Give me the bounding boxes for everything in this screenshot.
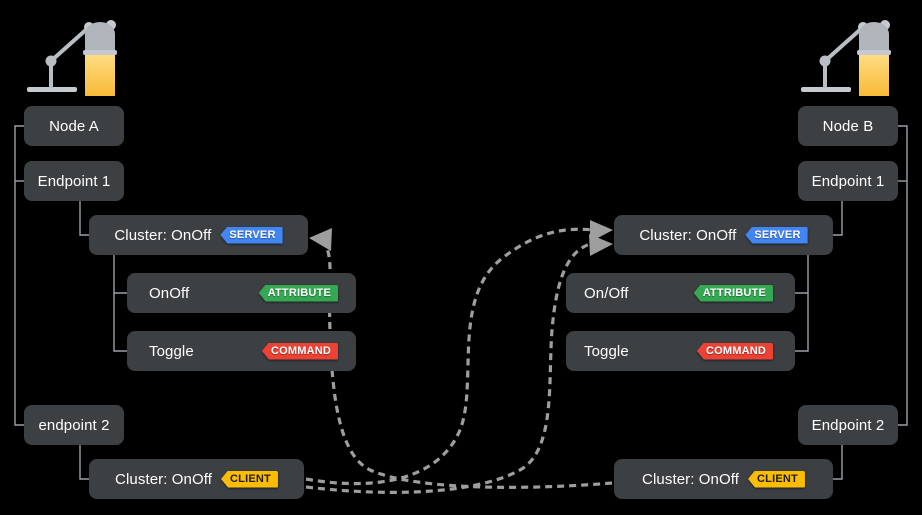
- right-node-box[interactable]: Node B: [798, 106, 898, 146]
- left-cluster-server-label: Cluster: OnOff: [114, 226, 212, 244]
- client-badge-wrap-right: CLIENT: [748, 470, 805, 488]
- link-arrow-right-lower: [589, 234, 613, 256]
- command-badge-wrap-right: COMMAND: [696, 342, 773, 360]
- right-cluster-client-label: Cluster: OnOff: [642, 470, 740, 488]
- attribute-badge-right: ATTRIBUTE: [693, 284, 773, 302]
- left-node-spine: [14, 125, 24, 426]
- command-badge-left: COMMAND: [261, 342, 338, 360]
- right-endpoint2-box[interactable]: Endpoint 2: [798, 405, 898, 445]
- attribute-badge-left: ATTRIBUTE: [258, 284, 338, 302]
- left-ep1-to-cluster: [79, 200, 89, 236]
- right-desk-lamp-icon: [801, 20, 891, 96]
- client-badge-wrap-left: CLIENT: [221, 470, 278, 488]
- right-cluster-server-box[interactable]: Cluster: OnOff SERVER: [614, 215, 833, 255]
- left-cluster-to-attribute: [113, 253, 127, 294]
- left-node-label: Node A: [49, 117, 99, 135]
- server-badge-wrap-right: SERVER: [745, 226, 808, 244]
- right-cluster-client-box[interactable]: Cluster: OnOff CLIENT: [614, 459, 833, 499]
- right-cluster-server-label: Cluster: OnOff: [639, 226, 737, 244]
- left-node-box[interactable]: Node A: [24, 106, 124, 146]
- right-node-label: Node B: [822, 117, 874, 135]
- left-cluster-client-box[interactable]: Cluster: OnOff CLIENT: [89, 459, 304, 499]
- left-endpoint2-label: endpoint 2: [38, 416, 110, 434]
- left-attribute-box[interactable]: OnOff ATTRIBUTE: [127, 273, 356, 313]
- right-cluster-to-command: [795, 293, 809, 352]
- right-attribute-box[interactable]: On/Off ATTRIBUTE: [566, 273, 795, 313]
- command-badge-wrap-left: COMMAND: [261, 342, 338, 360]
- left-ep2-to-cluster: [79, 444, 89, 480]
- attribute-badge-wrap-left: ATTRIBUTE: [258, 284, 338, 302]
- left-cluster-server-box[interactable]: Cluster: OnOff SERVER: [89, 215, 308, 255]
- command-badge-right: COMMAND: [696, 342, 773, 360]
- left-endpoint2-box[interactable]: endpoint 2: [24, 405, 124, 445]
- right-ep1-to-cluster: [833, 200, 843, 236]
- attribute-badge-wrap-right: ATTRIBUTE: [693, 284, 773, 302]
- link-arrow-right-upper: [590, 220, 613, 242]
- left-desk-lamp-icon: [27, 20, 117, 96]
- left-endpoint1-box[interactable]: Endpoint 1: [24, 161, 124, 201]
- left-attribute-label: OnOff: [149, 284, 190, 302]
- left-command-label: Toggle: [149, 342, 194, 360]
- left-cluster-client-label: Cluster: OnOff: [115, 470, 213, 488]
- right-endpoint1-box[interactable]: Endpoint 1: [798, 161, 898, 201]
- right-command-box[interactable]: Toggle COMMAND: [566, 331, 795, 371]
- left-endpoint1-label: Endpoint 1: [37, 172, 111, 190]
- right-endpoint1-label: Endpoint 1: [811, 172, 885, 190]
- server-badge-right: SERVER: [745, 226, 808, 244]
- client-badge-left: CLIENT: [221, 470, 278, 488]
- server-badge-wrap-left: SERVER: [220, 226, 283, 244]
- left-command-box[interactable]: Toggle COMMAND: [127, 331, 356, 371]
- left-cluster-to-command: [113, 293, 127, 352]
- right-ep2-to-cluster: [833, 444, 843, 480]
- right-command-label: Toggle: [584, 342, 629, 360]
- right-cluster-to-attribute: [795, 253, 809, 294]
- right-node-spine: [898, 125, 908, 426]
- right-attribute-label: On/Off: [584, 284, 629, 302]
- link-arrow-left: [309, 228, 332, 251]
- right-endpoint2-label: Endpoint 2: [811, 416, 885, 434]
- client-badge-right: CLIENT: [748, 470, 805, 488]
- server-badge-left: SERVER: [220, 226, 283, 244]
